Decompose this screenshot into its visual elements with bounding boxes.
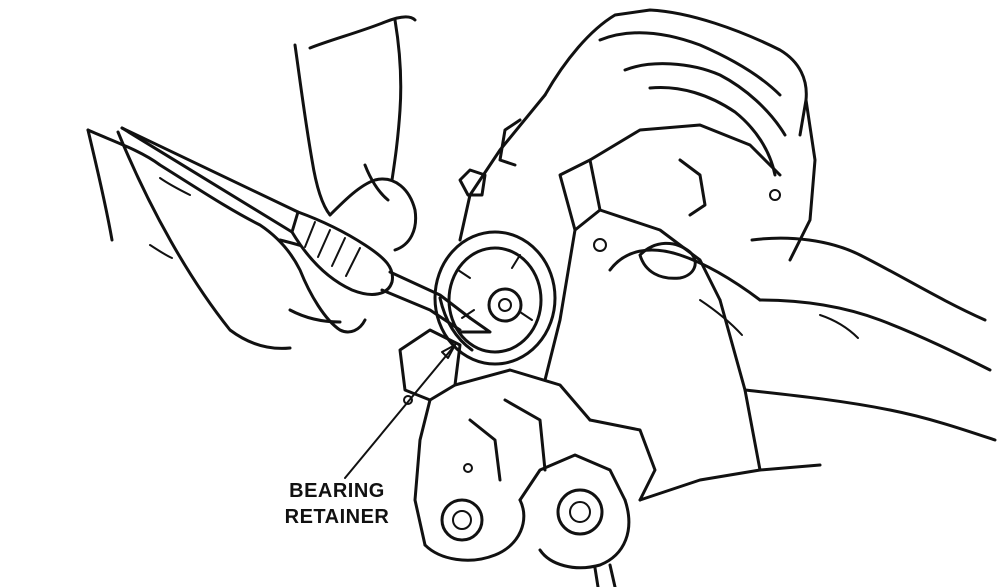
lock-cylinder-bore [433, 230, 557, 366]
bearing-retainer-label: BEARING RETAINER [272, 478, 402, 530]
callout-leader [344, 344, 456, 479]
right-hand [608, 236, 997, 442]
callout-line-1: BEARING [289, 480, 385, 502]
mounting-bracket [398, 328, 822, 587]
callout-line-2: RETAINER [284, 506, 390, 528]
left-hand [86, 15, 418, 350]
column-housing [458, 8, 817, 472]
